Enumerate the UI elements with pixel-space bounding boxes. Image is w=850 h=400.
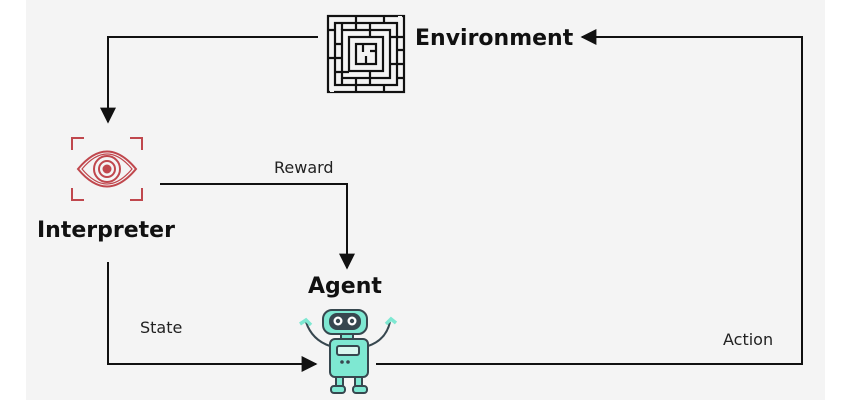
edge-action <box>376 37 802 364</box>
eye-icon <box>72 138 142 200</box>
interpreter-label: Interpreter <box>37 218 175 243</box>
agent-label: Agent <box>308 274 382 299</box>
maze-icon <box>328 16 404 92</box>
edge-environment-to-interpreter <box>108 37 318 122</box>
reward-label: Reward <box>274 158 334 177</box>
robot-icon <box>300 310 396 393</box>
action-label: Action <box>723 330 773 349</box>
state-label: State <box>140 318 182 337</box>
edge-state <box>108 262 316 364</box>
edge-reward <box>160 184 347 268</box>
environment-label: Environment <box>415 26 573 51</box>
